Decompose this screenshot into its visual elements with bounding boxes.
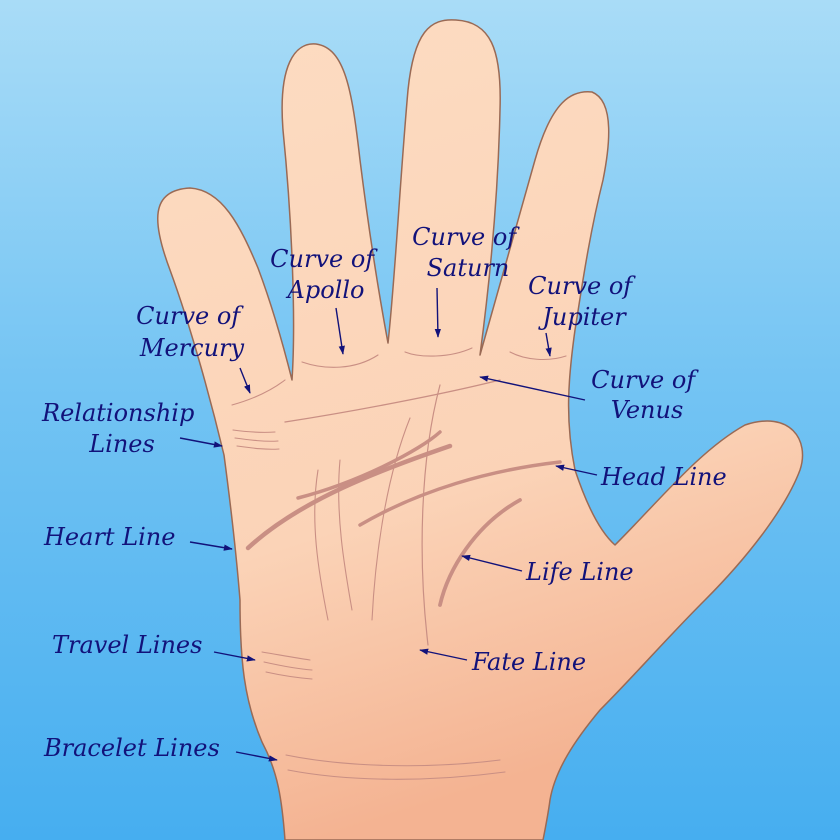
arrow-head-line: [555, 464, 598, 476]
label-arrows: [179, 287, 598, 762]
arrow-travel-lines: [213, 651, 256, 662]
arrow-curve-of-saturn: [434, 287, 441, 338]
label-heart-line: Heart Line: [43, 523, 175, 551]
arrow-life-line: [461, 554, 523, 572]
label-head-line: Head Line: [600, 463, 727, 491]
arrow-curve-of-apollo: [335, 307, 345, 355]
label-curve-of-saturn: Curve of Saturn: [412, 223, 524, 282]
arrow-fate-line: [419, 648, 468, 661]
arrow-curve-of-venus: [479, 375, 586, 401]
label-curve-of-mercury: Curve of Mercury: [136, 302, 248, 362]
label-bracelet-lines: Bracelet Lines: [43, 734, 220, 762]
arrow-bracelet-lines: [235, 751, 278, 762]
arrow-relationship-lines: [179, 437, 223, 448]
label-life-line: Life Line: [525, 558, 634, 586]
label-travel-lines: Travel Lines: [52, 631, 202, 659]
label-fate-line: Fate Line: [471, 648, 586, 676]
label-curve-of-apollo: Curve of Apollo: [270, 245, 382, 304]
arrow-heart-line: [189, 541, 233, 551]
label-curve-of-venus: Curve of Venus: [591, 366, 703, 424]
label-curve-of-jupiter: Curve of Jupiter: [528, 272, 640, 331]
label-relationship-lines: Relationship Lines: [41, 399, 202, 458]
palm-lines: [231, 347, 567, 780]
hand-shape: [156, 19, 804, 840]
arrow-curve-of-mercury: [239, 367, 251, 394]
arrow-curve-of-jupiter: [545, 332, 552, 357]
labels: Curve of Mercury Curve of Apollo Curve o…: [41, 223, 727, 762]
